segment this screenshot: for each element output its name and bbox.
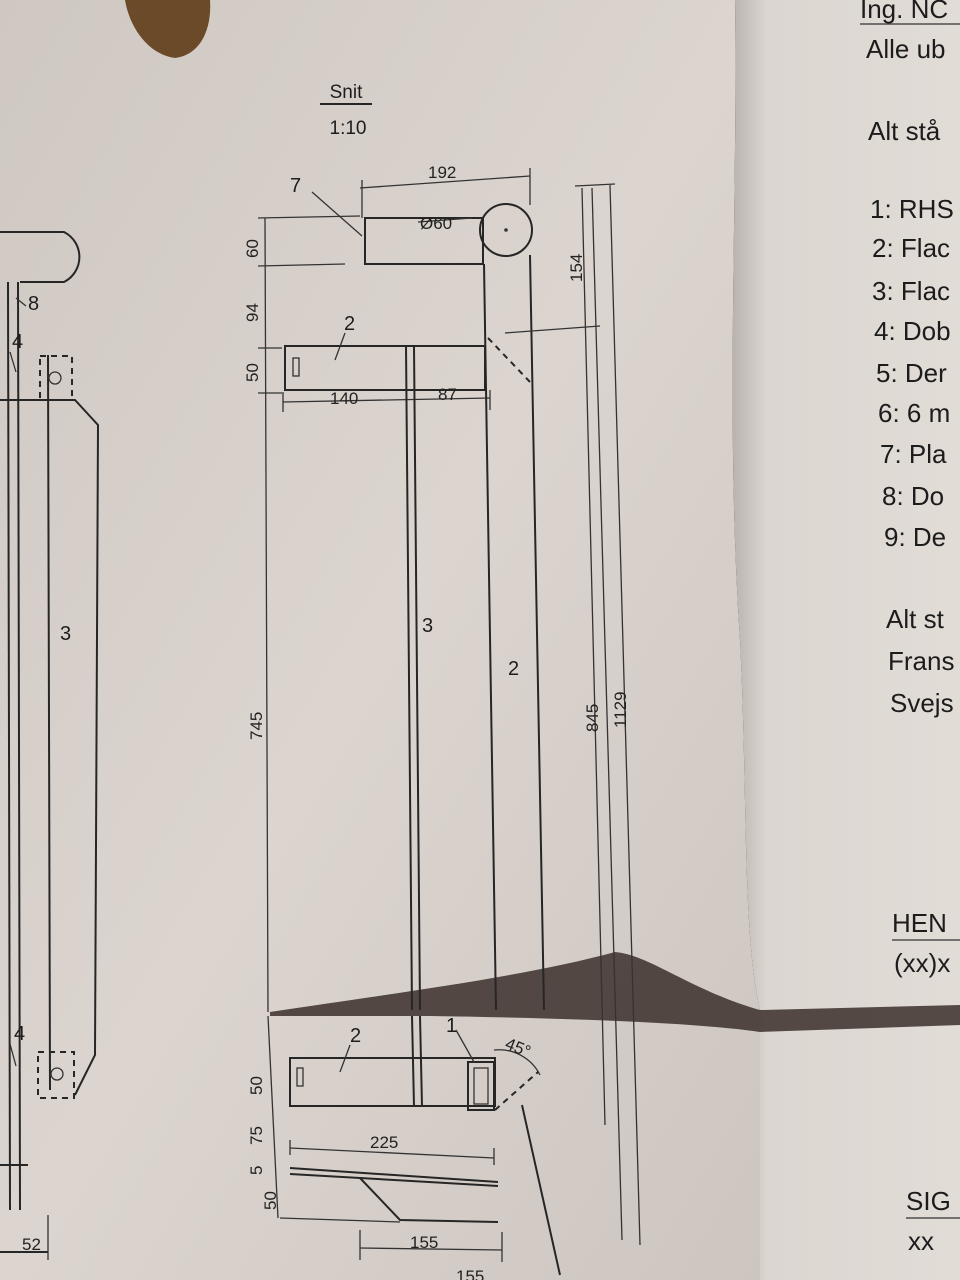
notes-sig-value: xx [908,1226,934,1256]
notes-sig-label: SIG [906,1186,951,1216]
notes-item-9: 9: De [884,522,946,552]
notes-item-6: 6: 6 m [878,398,950,428]
dim-50-lower: 50 [247,1076,266,1095]
notes-item-5: 5: Der [876,358,947,388]
notes-header-1: Ing. NC [860,0,948,24]
notes-item-1: 1: RHS [870,194,954,224]
dim-50-upper: 50 [243,363,262,382]
part-label-3-mid: 3 [422,615,433,637]
notes-item-4: 4: Dob [874,316,951,346]
part-label-4-lower: 4 [14,1023,25,1045]
part-label-2-lower: 2 [350,1025,361,1047]
section-scale: 1:10 [330,118,367,139]
dim-192: 192 [428,163,456,182]
section-title: Snit [330,82,363,103]
dim-87: 87 [438,385,457,404]
notes-hent-value: (xx)x [894,948,950,978]
punch-hole [125,0,211,58]
dim-845: 845 [583,704,602,732]
left-view [0,231,100,1260]
dim-154: 154 [567,254,586,282]
notes-item-2: 2: Flac [872,233,950,263]
section-view [257,168,641,1276]
part-label-2-mid: 2 [508,658,519,680]
notes-item-7: 7: Pla [880,439,947,469]
notes-item-3: 3: Flac [872,276,950,306]
notes-sheet [732,0,960,1280]
dim-94: 94 [243,303,262,322]
dim-52: 52 [22,1235,41,1254]
dim-75: 75 [247,1126,266,1145]
part-label-2-upper: 2 [344,313,355,335]
notes-footer-2: Frans [888,646,954,676]
dim-1129: 1129 [611,691,630,728]
part-label-1: 1 [446,1015,457,1037]
dim-50-bottom: 50 [261,1191,280,1210]
dim-140: 140 [330,389,358,408]
dim-60: 60 [243,239,262,258]
dim-225: 225 [370,1133,398,1152]
dim-745: 745 [247,712,266,740]
notes-hent-label: HEN [892,908,947,938]
notes-header-2: Alle ub [866,34,946,64]
notes-intro: Alt stå [868,116,941,146]
paper-sheet [0,0,760,1280]
notes-footer-3: Svejs [890,688,954,718]
part-label-3-left: 3 [60,623,71,645]
notes-text: Ing. NC Alle ub Alt stå 1: RHS 2: Flac 3… [860,0,960,1256]
part-label-4-upper: 4 [12,331,23,353]
dim-155: 155 [410,1233,438,1252]
part-label-8: 8 [28,293,39,315]
notes-item-8: 8: Do [882,481,944,511]
dim-pipe-diameter: Ø60 [420,214,452,233]
dim-5: 5 [247,1166,266,1175]
dim-155-partial: 155 [456,1267,484,1280]
part-label-7: 7 [290,175,301,197]
notes-footer-1: Alt st [886,604,945,634]
